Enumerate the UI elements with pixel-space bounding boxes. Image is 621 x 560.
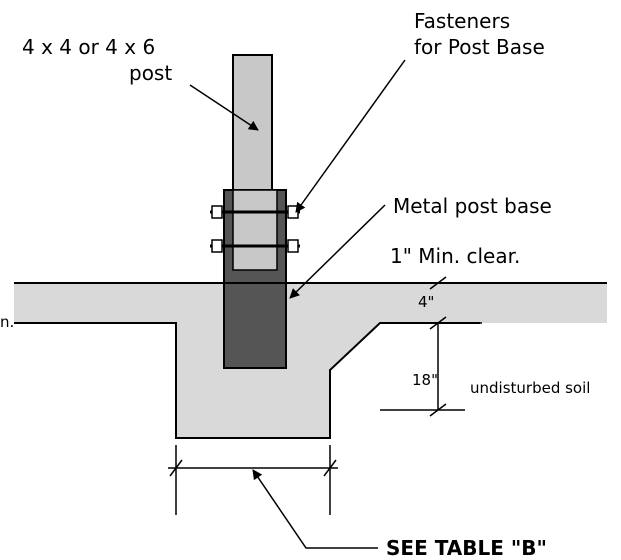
post-leader: [189, 84, 259, 131]
fasteners-label-line1: Fasteners: [414, 9, 510, 33]
left-edge-label: n.: [0, 313, 14, 331]
dim-tick-bottom: [429, 403, 447, 417]
bolt-lower: [210, 239, 300, 253]
width-tick-left: [169, 459, 183, 477]
concrete-slab-footing: [14, 283, 607, 438]
metal-base-label: Metal post base: [393, 194, 552, 218]
fasteners-label-line2: for Post Base: [414, 35, 545, 59]
dim-tick-top: [429, 276, 447, 290]
fasteners-leader: [295, 59, 406, 213]
table-leader: [252, 469, 378, 549]
table-reference-label: SEE TABLE "B": [386, 536, 547, 560]
footing-depth-label: 18": [412, 371, 438, 389]
clearance-label: 1" Min. clear.: [390, 244, 520, 268]
post-label-line2: post: [129, 61, 172, 85]
soil-label: undisturbed soil: [470, 379, 590, 397]
metal-base-leader: [289, 204, 386, 299]
bolt-upper: [210, 205, 300, 219]
metal-post-base-embedded: [223, 282, 287, 369]
slab-thickness-label: 4": [418, 293, 434, 311]
width-tick-right: [323, 459, 337, 477]
post-base-slot: [232, 189, 278, 271]
post-label-line1: 4 x 4 or 4 x 6: [22, 35, 155, 59]
